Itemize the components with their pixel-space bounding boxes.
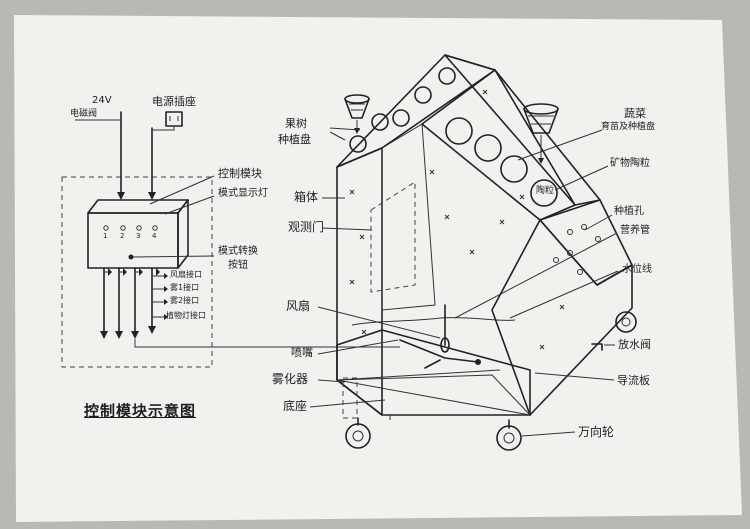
indicator-light-4 [152, 225, 158, 231]
caster-right [496, 419, 522, 451]
drain-valve [591, 343, 603, 351]
fan-blade [440, 337, 450, 353]
mode-button-label-2: 按钮 [228, 260, 248, 271]
seedling-tray-face [421, 69, 576, 221]
fruit-seed-basket [344, 94, 370, 119]
fruit-tray-label-2: 种植盘 [278, 133, 311, 146]
indicator-light-1 [103, 225, 109, 231]
port-mist1-label: 雾1接口 [170, 283, 200, 292]
base-label: 底座 [283, 399, 308, 413]
mode-button-dot [128, 254, 134, 260]
module-box-side [177, 199, 189, 269]
water-level-label: 水位线 [622, 264, 652, 275]
indicator-number-1: 1 [103, 232, 108, 240]
drain-valve-label: 放水阀 [618, 338, 651, 351]
power-socket-label: 电源插座 [152, 95, 196, 108]
indicator-light-2 [120, 225, 126, 231]
caster-label: 万向轮 [578, 425, 615, 439]
mode-button-label: 模式转换 [218, 246, 258, 257]
nutrient-pipe-label: 营养管 [620, 225, 650, 236]
fan-control-wire [134, 339, 400, 348]
caster-left [345, 417, 371, 449]
planting-holes-label: 种植孔 [614, 206, 644, 217]
atomizer-label: 雾化器 [272, 372, 309, 386]
indicator-number-2: 2 [120, 232, 125, 240]
control-caption: 控制模块示意图 [84, 402, 197, 420]
observation-window [370, 181, 416, 293]
indicator-light-3 [136, 225, 142, 231]
control-module-schematic [61, 111, 400, 368]
control-module-label: 控制模块 [218, 167, 262, 180]
port-mist2-label: 雾2接口 [170, 296, 200, 305]
caster-rear [615, 311, 637, 333]
veg-tray-label: 蔬菜 [624, 107, 646, 120]
port-fan-label: 风扇接口 [170, 270, 202, 279]
voltage-label: 24V [92, 95, 112, 106]
veg-tray-label-2: 育苗及种植盘 [601, 122, 656, 132]
port-light-label: 植物灯接口 [166, 311, 206, 320]
mineral-label: 矿物陶粒 [610, 158, 650, 169]
panel-crosses [349, 89, 565, 350]
indicator-number-4: 4 [152, 232, 157, 240]
fan-label: 风扇 [286, 299, 311, 313]
nozzle-label: 喷嘴 [291, 346, 313, 359]
solenoid-valve-label: 电磁阀 [70, 109, 98, 119]
fruit-tray-label: 果树 [285, 117, 307, 130]
control-dashed-frame [61, 176, 213, 368]
indicator-number-3: 3 [136, 232, 141, 240]
mode-light-label: 模式显示灯 [218, 188, 268, 199]
window-label: 观测门 [288, 220, 325, 234]
guide-plate-label: 导流板 [617, 374, 650, 387]
paper-sheet [14, 15, 742, 522]
box-body-label: 箱体 [294, 190, 319, 204]
mineral-hole-mark: 陶粒 [536, 186, 555, 196]
veg-seed-basket [523, 103, 559, 134]
growing-box-drawing [309, 54, 637, 451]
base-tray [336, 329, 531, 416]
